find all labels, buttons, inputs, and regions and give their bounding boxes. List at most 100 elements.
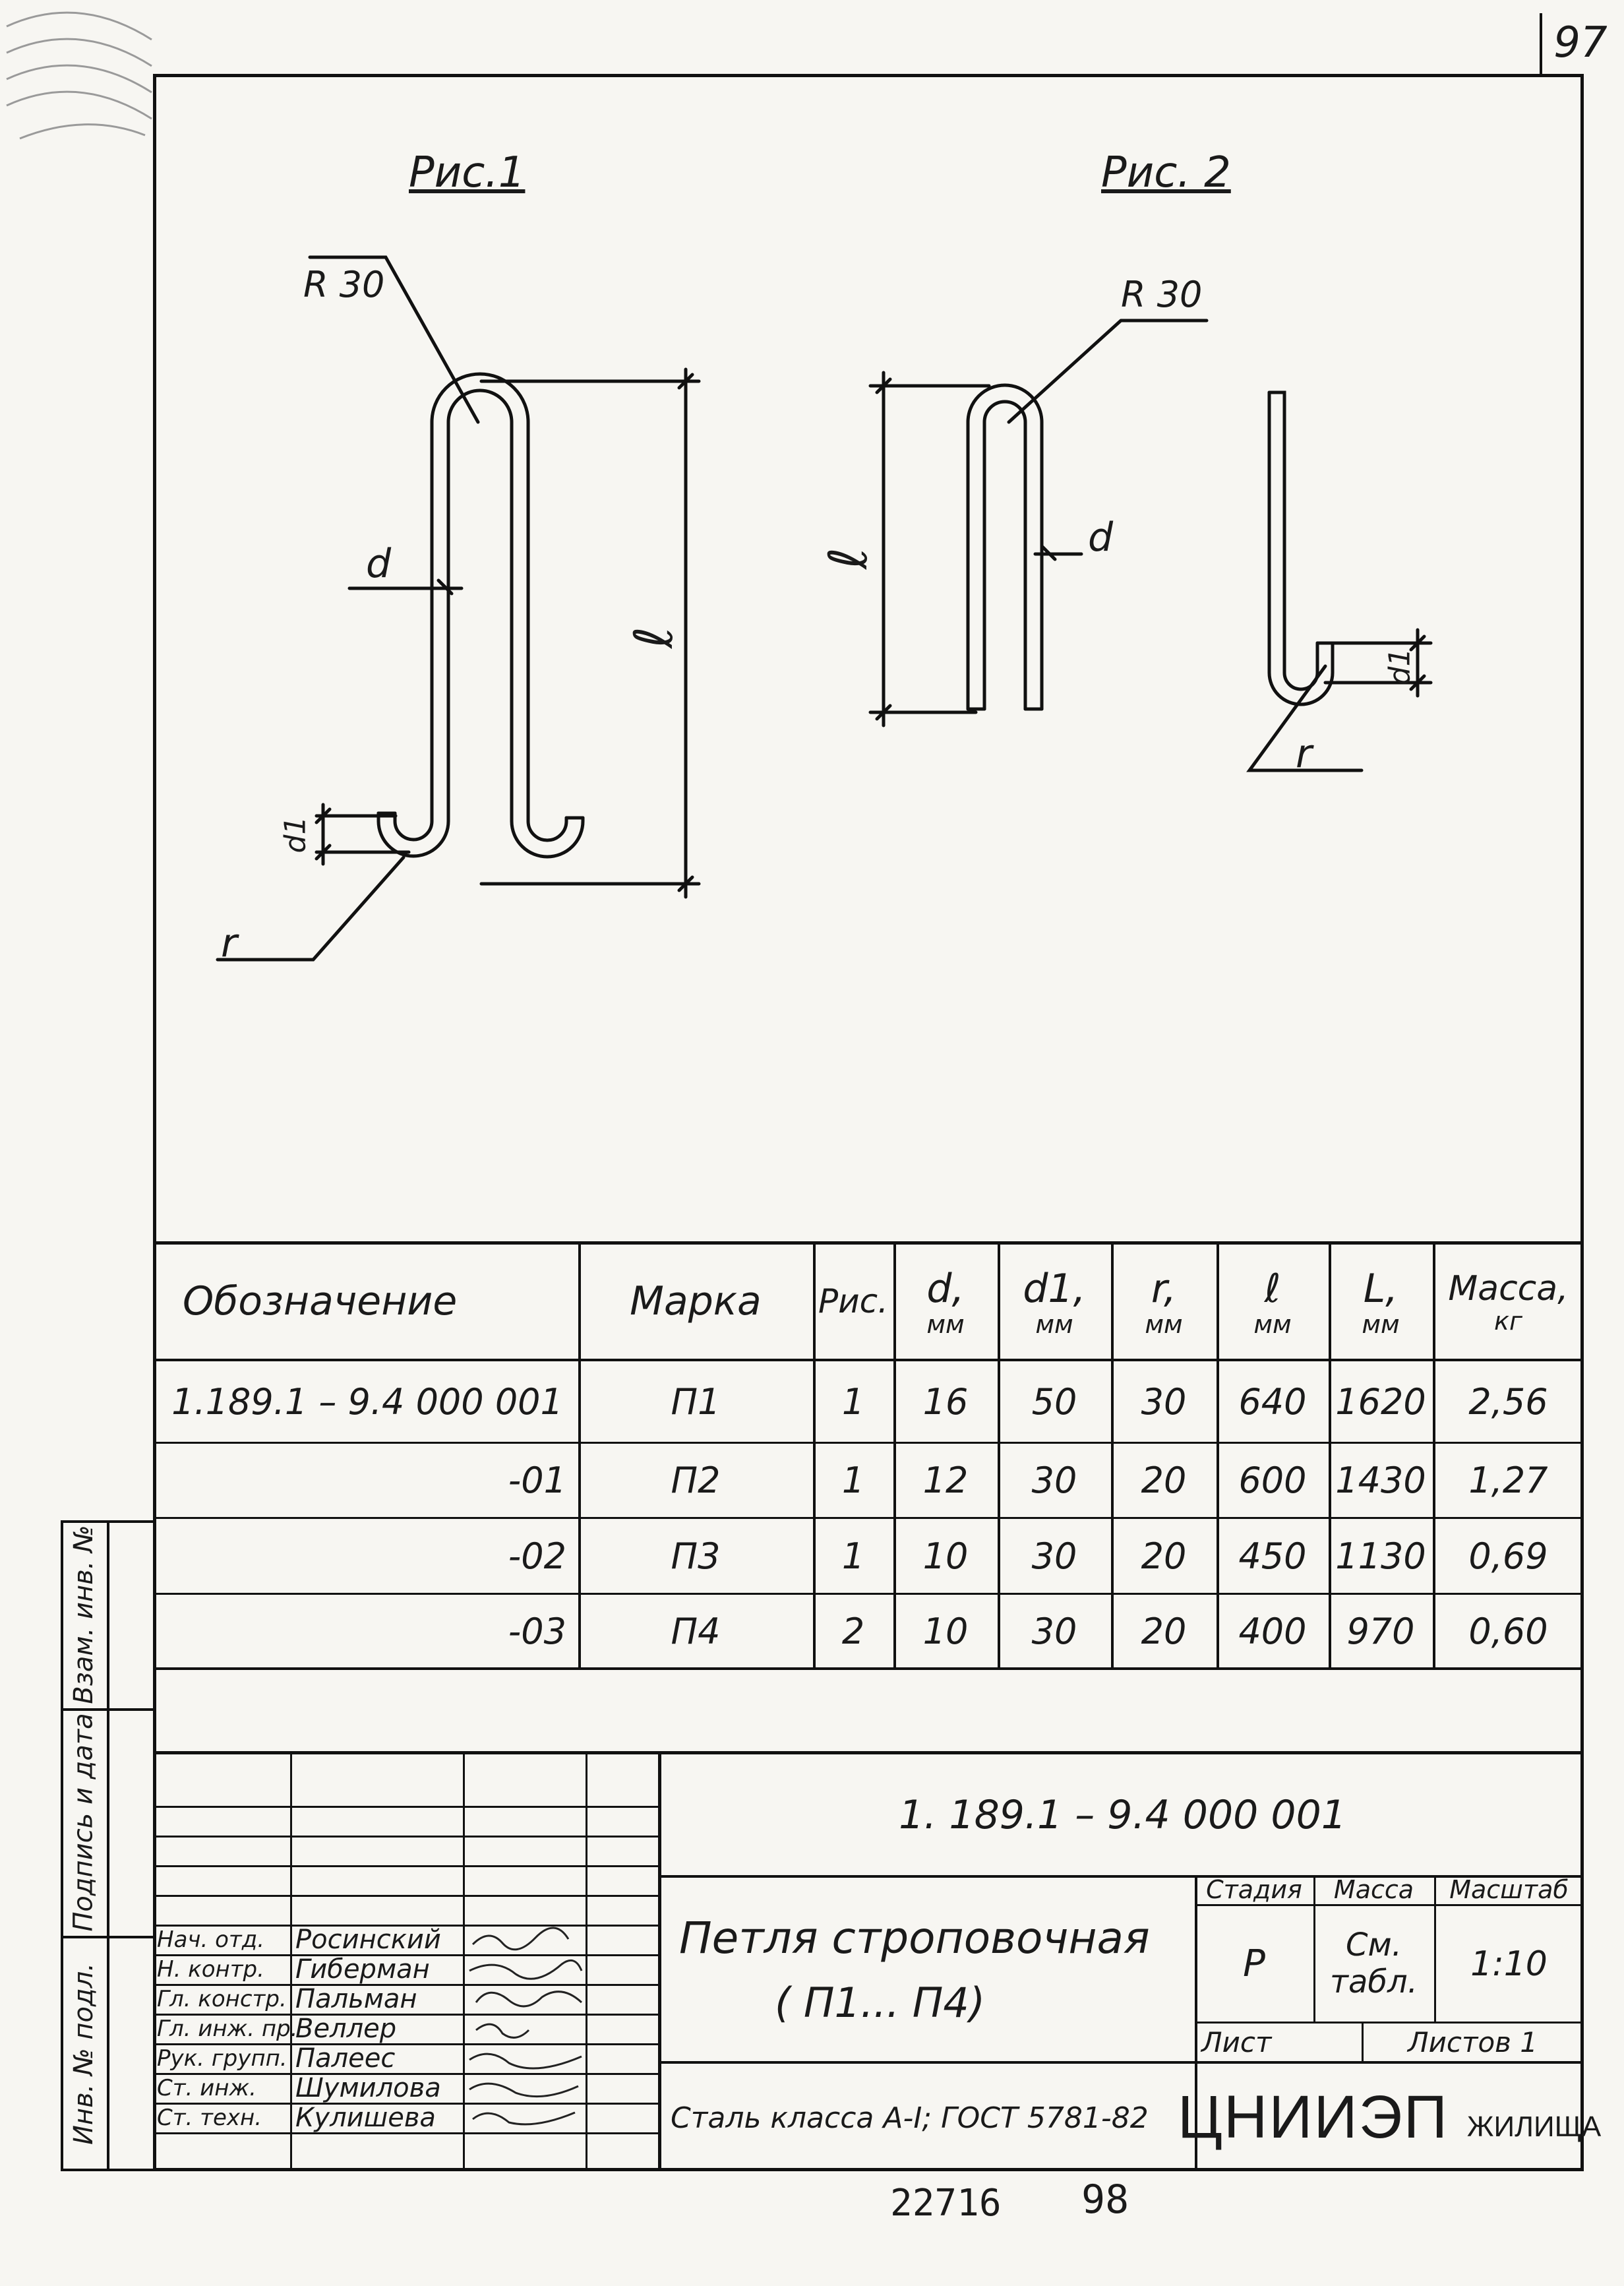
cell-d: 16 bbox=[922, 1380, 969, 1423]
table-col-2 bbox=[813, 1241, 816, 1667]
staff-name: Пальман bbox=[295, 1983, 417, 2014]
staff-name: Палеес bbox=[295, 2043, 396, 2074]
staff-role: Рук. групп. bbox=[157, 2045, 287, 2072]
stage-col-2 bbox=[1434, 1875, 1436, 2022]
staff-col-2 bbox=[463, 1751, 465, 2171]
table-col-5 bbox=[1111, 1241, 1114, 1667]
staff-role: Ст. инж. bbox=[157, 2074, 256, 2101]
corner-stamp bbox=[6, 11, 152, 140]
fig2-title: Рис. 2 bbox=[1101, 148, 1231, 197]
th-mass-unit: кг bbox=[1494, 1306, 1522, 1336]
side-label-inv: Инв. № подл. bbox=[69, 1962, 99, 2145]
th-fig: Рис. bbox=[818, 1282, 889, 1320]
table-bottom-line bbox=[153, 1667, 1584, 1670]
staff-role: Нач. отд. bbox=[157, 1926, 265, 1953]
fig1-dims bbox=[216, 255, 701, 962]
cell-designation: -03 bbox=[508, 1610, 566, 1652]
staff-name: Шумилова bbox=[295, 2072, 441, 2103]
staff-row-10 bbox=[153, 2073, 658, 2075]
title-block-split bbox=[658, 1751, 661, 2171]
staff-role: Ст. техн. bbox=[157, 2104, 262, 2131]
th-d1: d1, мм bbox=[998, 1243, 1111, 1359]
fig2-dims bbox=[868, 319, 1433, 772]
cell-mass: 2,56 bbox=[1468, 1380, 1548, 1423]
signatures bbox=[469, 1927, 583, 2126]
fig2-label-radius: R 30 bbox=[1121, 274, 1203, 315]
table-top-line bbox=[153, 1241, 1584, 1245]
table-col-8 bbox=[1433, 1241, 1435, 1667]
cell-l: 600 bbox=[1238, 1460, 1307, 1501]
cell-r: 20 bbox=[1141, 1460, 1187, 1501]
cell-mass: 1,27 bbox=[1468, 1460, 1548, 1501]
staff-row-12 bbox=[153, 2132, 658, 2134]
fig2-label-d1: d1 bbox=[1383, 648, 1417, 685]
mass-value-line1: См. bbox=[1346, 1927, 1402, 1964]
page-number-divider bbox=[1540, 13, 1542, 74]
staff-role: Гл. инж. пр. bbox=[157, 2015, 298, 2042]
th-L-unit: мм bbox=[1362, 1309, 1400, 1339]
staff-row-11 bbox=[153, 2103, 658, 2105]
fig1-label-r: r bbox=[221, 920, 237, 966]
stage-col-1 bbox=[1313, 1875, 1315, 2022]
th-l-label: ℓ bbox=[1264, 1265, 1281, 1312]
drawing-frame bbox=[153, 74, 1584, 2171]
fig1-label-d1: d1 bbox=[278, 816, 313, 853]
footer-page: 98 bbox=[1081, 2177, 1129, 2223]
cell-d: 10 bbox=[922, 1535, 969, 1577]
staff-col-1 bbox=[290, 1751, 292, 2171]
cell-d1: 30 bbox=[1031, 1460, 1077, 1501]
cell-d: 12 bbox=[922, 1460, 969, 1501]
scale-label: Масштаб bbox=[1449, 1875, 1569, 1904]
fig1-label-l: ℓ bbox=[623, 626, 685, 649]
staff-row-2 bbox=[153, 1836, 658, 1838]
fig1-label-d: d bbox=[366, 541, 392, 587]
scale-value: 1:10 bbox=[1470, 1944, 1548, 1984]
figures-drawing bbox=[216, 255, 1433, 962]
cell-L: 970 bbox=[1346, 1610, 1415, 1652]
table-col-7 bbox=[1329, 1241, 1331, 1667]
title-block-line-material bbox=[658, 2061, 1584, 2064]
cell-L: 1620 bbox=[1335, 1380, 1426, 1423]
cell-mass: 0,60 bbox=[1468, 1610, 1548, 1652]
cell-l: 450 bbox=[1238, 1535, 1307, 1577]
mass-value: См. табл. bbox=[1313, 1906, 1434, 2022]
sheets-label: Листов 1 bbox=[1408, 2026, 1538, 2058]
th-r-label: r, bbox=[1151, 1265, 1177, 1312]
cell-mark: П1 bbox=[671, 1380, 721, 1423]
staff-row-3 bbox=[153, 1865, 658, 1867]
cell-fig: 1 bbox=[841, 1535, 865, 1577]
th-d1-label: d1, bbox=[1023, 1265, 1086, 1312]
cell-r: 20 bbox=[1141, 1535, 1187, 1577]
staff-name: Веллер bbox=[295, 2013, 397, 2044]
staff-row-5 bbox=[153, 1925, 658, 1927]
org-main-name: ЦНИИЭП bbox=[1177, 2083, 1449, 2151]
cell-L: 1130 bbox=[1335, 1535, 1426, 1577]
th-mark: Марка bbox=[630, 1278, 762, 1324]
fig1-label-radius: R 30 bbox=[303, 264, 385, 305]
product-name-line1: Петля строповочная bbox=[679, 1913, 1150, 1963]
side-label-inv-box: Инв. № подл. bbox=[61, 1936, 107, 2171]
cell-fig: 1 bbox=[841, 1460, 865, 1501]
th-r: r, мм bbox=[1111, 1243, 1217, 1359]
table-col-3 bbox=[893, 1241, 896, 1667]
th-l: ℓ мм bbox=[1217, 1243, 1329, 1359]
fig2-label-r: r bbox=[1296, 731, 1312, 777]
staff-row-7 bbox=[153, 1984, 658, 1986]
th-designation: Обозначение bbox=[183, 1278, 458, 1324]
cell-mark: П4 bbox=[671, 1610, 721, 1652]
mass-label: Масса bbox=[1333, 1875, 1414, 1904]
staff-role: Гл. констр. bbox=[157, 1985, 287, 2012]
org-sub-name: ЖИЛИЩА bbox=[1466, 2111, 1602, 2143]
cell-r: 30 bbox=[1141, 1380, 1187, 1423]
table-header-line bbox=[153, 1359, 1584, 1361]
cell-l: 640 bbox=[1238, 1380, 1307, 1423]
cell-r: 20 bbox=[1141, 1610, 1187, 1652]
table-col-4 bbox=[998, 1241, 1000, 1667]
cell-designation: -01 bbox=[508, 1460, 566, 1501]
th-L: L, мм bbox=[1329, 1243, 1433, 1359]
sheet-col bbox=[1362, 2022, 1364, 2061]
th-l-unit: мм bbox=[1253, 1309, 1292, 1339]
sheet-label: Лист bbox=[1201, 2026, 1272, 2058]
page-number: 97 bbox=[1553, 18, 1608, 67]
staff-role: Н. контр. bbox=[157, 1956, 264, 1983]
